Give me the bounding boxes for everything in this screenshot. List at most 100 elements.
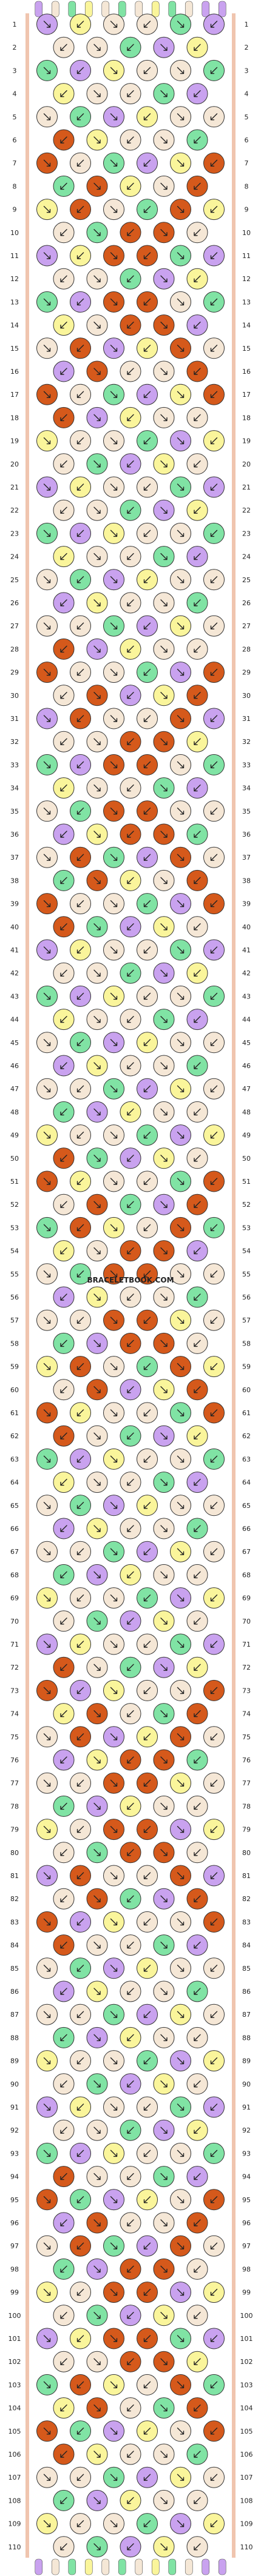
strand-tip-bottom bbox=[168, 2558, 177, 2575]
row-number-right: 58 bbox=[242, 1339, 251, 1347]
row-number-left: 5 bbox=[13, 113, 17, 121]
knot bbox=[203, 846, 225, 868]
knot bbox=[186, 2073, 208, 2095]
knot-arrow-icon bbox=[143, 1825, 151, 1833]
knot bbox=[170, 1957, 191, 1979]
knot-arrow-icon bbox=[60, 2126, 67, 2134]
knot bbox=[170, 846, 191, 868]
knot-arrow-icon bbox=[194, 506, 201, 514]
knot-arrow-icon bbox=[43, 437, 51, 445]
knot bbox=[137, 2189, 158, 2211]
knot bbox=[186, 1147, 208, 1169]
knot bbox=[70, 754, 91, 775]
knot bbox=[153, 360, 175, 382]
row-number-right: 94 bbox=[242, 2173, 251, 2181]
knot bbox=[137, 337, 158, 359]
knot-arrow-icon bbox=[210, 761, 218, 769]
row-number-left: 56 bbox=[10, 1293, 19, 1301]
knot-arrow-icon bbox=[143, 622, 151, 629]
knot bbox=[120, 1980, 141, 2002]
row-number-right: 28 bbox=[242, 645, 251, 653]
row-number-left: 98 bbox=[10, 2265, 19, 2273]
knot bbox=[70, 2142, 91, 2164]
knot-arrow-icon bbox=[60, 1941, 67, 1949]
knot-arrow-icon bbox=[76, 1779, 84, 1787]
knot bbox=[86, 823, 108, 845]
knot-arrow-icon bbox=[76, 1409, 84, 1416]
row-number-left: 95 bbox=[10, 2196, 19, 2204]
knot-arrow-icon bbox=[93, 2126, 101, 2134]
knot bbox=[70, 569, 91, 591]
knot-arrow-icon bbox=[160, 44, 168, 51]
knot-arrow-icon bbox=[160, 2451, 168, 2458]
knot-arrow-icon bbox=[76, 298, 84, 306]
knot-arrow-icon bbox=[210, 1872, 218, 1879]
knot-arrow-icon bbox=[93, 275, 101, 282]
knot-arrow-icon bbox=[160, 2404, 168, 2412]
knot-arrow-icon bbox=[76, 1039, 84, 1046]
knot bbox=[203, 337, 225, 359]
knot-arrow-icon bbox=[177, 900, 185, 908]
knot bbox=[170, 2142, 191, 2164]
row-number-left: 55 bbox=[10, 1270, 19, 1278]
knot bbox=[120, 1101, 141, 1123]
row-number-right: 88 bbox=[242, 2034, 251, 2042]
knot-arrow-icon bbox=[210, 946, 218, 954]
knot-arrow-icon bbox=[177, 715, 185, 722]
knot-arrow-icon bbox=[76, 992, 84, 1000]
strand-tip-bottom bbox=[101, 2558, 110, 2575]
row-number-right: 99 bbox=[242, 2289, 251, 2297]
knot bbox=[137, 1217, 158, 1238]
knot-arrow-icon bbox=[194, 321, 201, 329]
knot bbox=[86, 2443, 108, 2465]
knot bbox=[153, 1749, 175, 1771]
row-number-right: 65 bbox=[242, 1502, 251, 1510]
knot-arrow-icon bbox=[160, 1015, 168, 1023]
knot bbox=[203, 1263, 225, 1285]
knot-arrow-icon bbox=[160, 414, 168, 422]
knot bbox=[203, 1402, 225, 1424]
knot-arrow-icon bbox=[194, 2080, 201, 2088]
knot-arrow-icon bbox=[194, 136, 201, 144]
knot bbox=[36, 106, 58, 128]
knot-arrow-icon bbox=[177, 1363, 185, 1370]
knot-arrow-icon bbox=[76, 437, 84, 445]
knot bbox=[86, 1009, 108, 1031]
knot bbox=[153, 1286, 175, 1308]
knot-arrow-icon bbox=[127, 2126, 134, 2134]
knot-arrow-icon bbox=[110, 437, 118, 445]
knot bbox=[203, 152, 225, 174]
knot bbox=[53, 1332, 75, 1354]
knot-arrow-icon bbox=[194, 1155, 201, 1162]
knot bbox=[186, 2119, 208, 2141]
knot bbox=[86, 1842, 108, 1864]
knot-arrow-icon bbox=[110, 1548, 118, 1555]
knot-arrow-icon bbox=[160, 229, 168, 236]
knot bbox=[120, 2119, 141, 2141]
row-number-right: 12 bbox=[242, 275, 251, 283]
knot-arrow-icon bbox=[143, 808, 151, 815]
knot bbox=[203, 1819, 225, 1841]
knot bbox=[186, 546, 208, 568]
knot bbox=[53, 175, 75, 197]
knot-arrow-icon bbox=[160, 645, 168, 653]
knot bbox=[137, 1541, 158, 1562]
knot-arrow-icon bbox=[177, 2057, 185, 2065]
watermark-text: BRACELETBOOK.COM bbox=[87, 1276, 174, 1284]
knot-arrow-icon bbox=[110, 715, 118, 722]
row-number-left: 54 bbox=[10, 1247, 19, 1255]
row-number-left: 81 bbox=[10, 1872, 19, 1880]
knot bbox=[153, 2397, 175, 2419]
knot bbox=[53, 2397, 75, 2419]
knot bbox=[70, 1170, 91, 1192]
knot-arrow-icon bbox=[93, 1756, 101, 1764]
row-numbers-left: 1234567891011121314151617181920212223242… bbox=[8, 21, 21, 2551]
knot-arrow-icon bbox=[60, 1664, 67, 1671]
knot bbox=[103, 1587, 124, 1609]
row-number-left: 6 bbox=[13, 136, 17, 144]
knot bbox=[86, 407, 108, 428]
row-number-left: 102 bbox=[8, 2358, 21, 2366]
knot bbox=[120, 1610, 141, 1632]
knot-arrow-icon bbox=[110, 1779, 118, 1787]
knot bbox=[170, 2374, 191, 2395]
